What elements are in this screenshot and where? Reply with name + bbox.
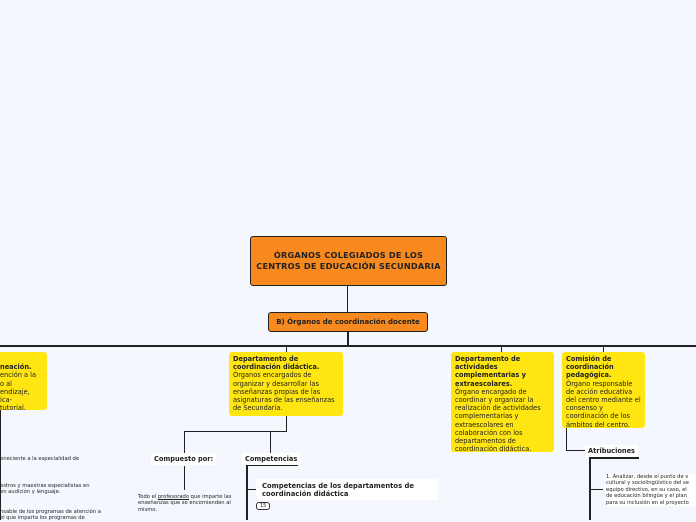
- root-connector: [347, 285, 348, 312]
- atribuciones-item-1: 1. Analizar, desde el punto de v cultura…: [606, 474, 696, 507]
- compuesto-text-post: que imparte las enseñanzas que se encomi…: [138, 494, 232, 513]
- competencias-box-link: [246, 489, 256, 490]
- card-pedagogica-title: Comisión de coordinación pedagógica.: [566, 355, 614, 380]
- pedagogica-down: [566, 428, 567, 450]
- left-note-1: eneciente a la especialidad de: [0, 456, 80, 462]
- subtopic-coordinacion-docente[interactable]: B) Órganos de coordinación docente: [268, 312, 428, 332]
- left-note-3: nsable de los programas de atención a el…: [0, 509, 101, 522]
- label-competencias[interactable]: Competencias: [242, 453, 301, 465]
- left-vline: [0, 410, 1, 520]
- drop-didactica: [286, 346, 287, 353]
- didactica-branch: [184, 431, 287, 432]
- competencias-drop: [270, 431, 271, 453]
- competencias-count-badge[interactable]: 15: [256, 502, 271, 510]
- card-left-partial[interactable]: neación.ención a la o al endizaje, ica- …: [0, 352, 47, 413]
- atribuciones-vline: [589, 457, 591, 520]
- label-atribuciones[interactable]: Atribuciones: [585, 445, 638, 457]
- competencias-down: [246, 464, 248, 520]
- drop-extraescolares: [501, 346, 502, 353]
- competencias-departamentos-box[interactable]: Competencias de los departamentos de coo…: [256, 479, 438, 500]
- card-didactica-body: Órganos encargados de organizar y desarr…: [233, 371, 335, 413]
- root-title: ÓRGANOS COLEGIADOS DE LOS CENTROS DE EDU…: [256, 250, 441, 271]
- compuesto-text-pre: Todo el: [138, 494, 158, 500]
- card-pedagogica-body: Órgano responsable de acción educativa d…: [566, 379, 641, 429]
- card-coordinacion-pedagogica[interactable]: Comisión de coordinación pedagógica.Órga…: [562, 352, 645, 429]
- competencias-box-title: Competencias de los departamentos de coo…: [262, 482, 414, 498]
- label-compuesto-por[interactable]: Compuesto por:: [151, 453, 217, 465]
- main-horizontal-line: [0, 345, 696, 347]
- left-note-2: estros y maestras especialistas en en au…: [0, 483, 90, 496]
- profesorado-link[interactable]: profesorado: [157, 494, 190, 500]
- card-left-title: neación.: [0, 363, 32, 372]
- atribuciones-link: [566, 450, 586, 451]
- atribuciones-item-link: [589, 489, 603, 490]
- atribuciones-hline: [589, 457, 639, 459]
- didactica-down: [286, 416, 287, 431]
- root-topic[interactable]: ÓRGANOS COLEGIADOS DE LOS CENTROS DE EDU…: [250, 236, 447, 286]
- card-didactica-title: Departamento de coordinación didáctica.: [233, 355, 320, 372]
- drop-pedagogica: [603, 346, 604, 353]
- sub-connector: [347, 331, 349, 346]
- subtopic-label: B) Órganos de coordinación docente: [276, 318, 420, 326]
- card-coordinacion-didactica[interactable]: Departamento de coordinación didáctica.Ó…: [229, 352, 343, 416]
- card-extraescolares-body: Órgano encargado de coordinar y organiza…: [455, 387, 541, 454]
- compuesto-down: [184, 466, 185, 490]
- card-extraescolares-title: Departamento de actividades complementar…: [455, 355, 526, 388]
- card-left-body: ención a la o al endizaje, ica- tutorial…: [0, 371, 37, 413]
- card-actividades-extraescolares[interactable]: Departamento de actividades complementar…: [451, 352, 554, 454]
- compuesto-description: Todo el profesorado que imparte las ense…: [138, 494, 232, 513]
- compuesto-drop: [184, 431, 185, 453]
